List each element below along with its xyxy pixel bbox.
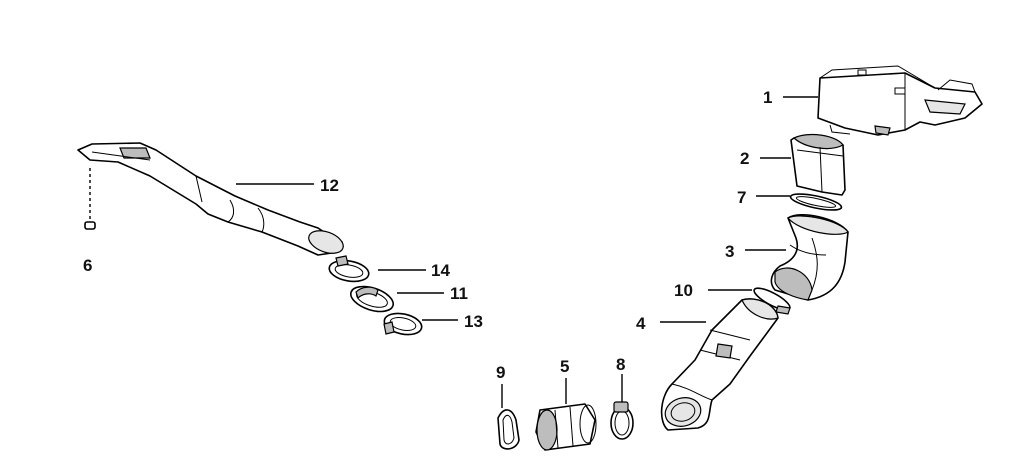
part-2-duct xyxy=(790,133,846,196)
part-14-clamp xyxy=(328,255,370,283)
part-1-airbox xyxy=(817,65,983,136)
part-5-coupler xyxy=(535,403,597,451)
callout-8: 8 xyxy=(616,355,625,374)
part-11-sleeve xyxy=(350,285,394,313)
callouts: 1 2 7 3 10 4 9 5 8 12 6 14 11 13 xyxy=(83,88,772,382)
callout-4: 4 xyxy=(636,314,646,333)
callout-13: 13 xyxy=(464,312,483,331)
callout-3: 3 xyxy=(725,242,734,261)
callout-11: 11 xyxy=(450,284,468,303)
callout-2: 2 xyxy=(740,149,749,168)
part-4-hose xyxy=(660,298,779,431)
part-3-elbow xyxy=(770,214,849,301)
callout-12: 12 xyxy=(320,176,339,195)
callout-7: 7 xyxy=(737,188,746,207)
callout-1: 1 xyxy=(763,88,772,107)
callout-10: 10 xyxy=(674,281,693,300)
leader-lines xyxy=(236,96,818,408)
part-8-clamp xyxy=(610,401,634,440)
part-7-gasket xyxy=(789,193,843,211)
callout-14: 14 xyxy=(431,261,450,280)
callout-6: 6 xyxy=(83,256,92,275)
part-13-clamp xyxy=(383,312,423,336)
part-10-clamp xyxy=(753,287,791,315)
part-9-ring xyxy=(497,409,520,450)
part-12-snorkel xyxy=(77,142,344,256)
part-6-bolt xyxy=(84,168,96,230)
callout-5: 5 xyxy=(560,357,569,376)
callout-9: 9 xyxy=(496,363,505,382)
